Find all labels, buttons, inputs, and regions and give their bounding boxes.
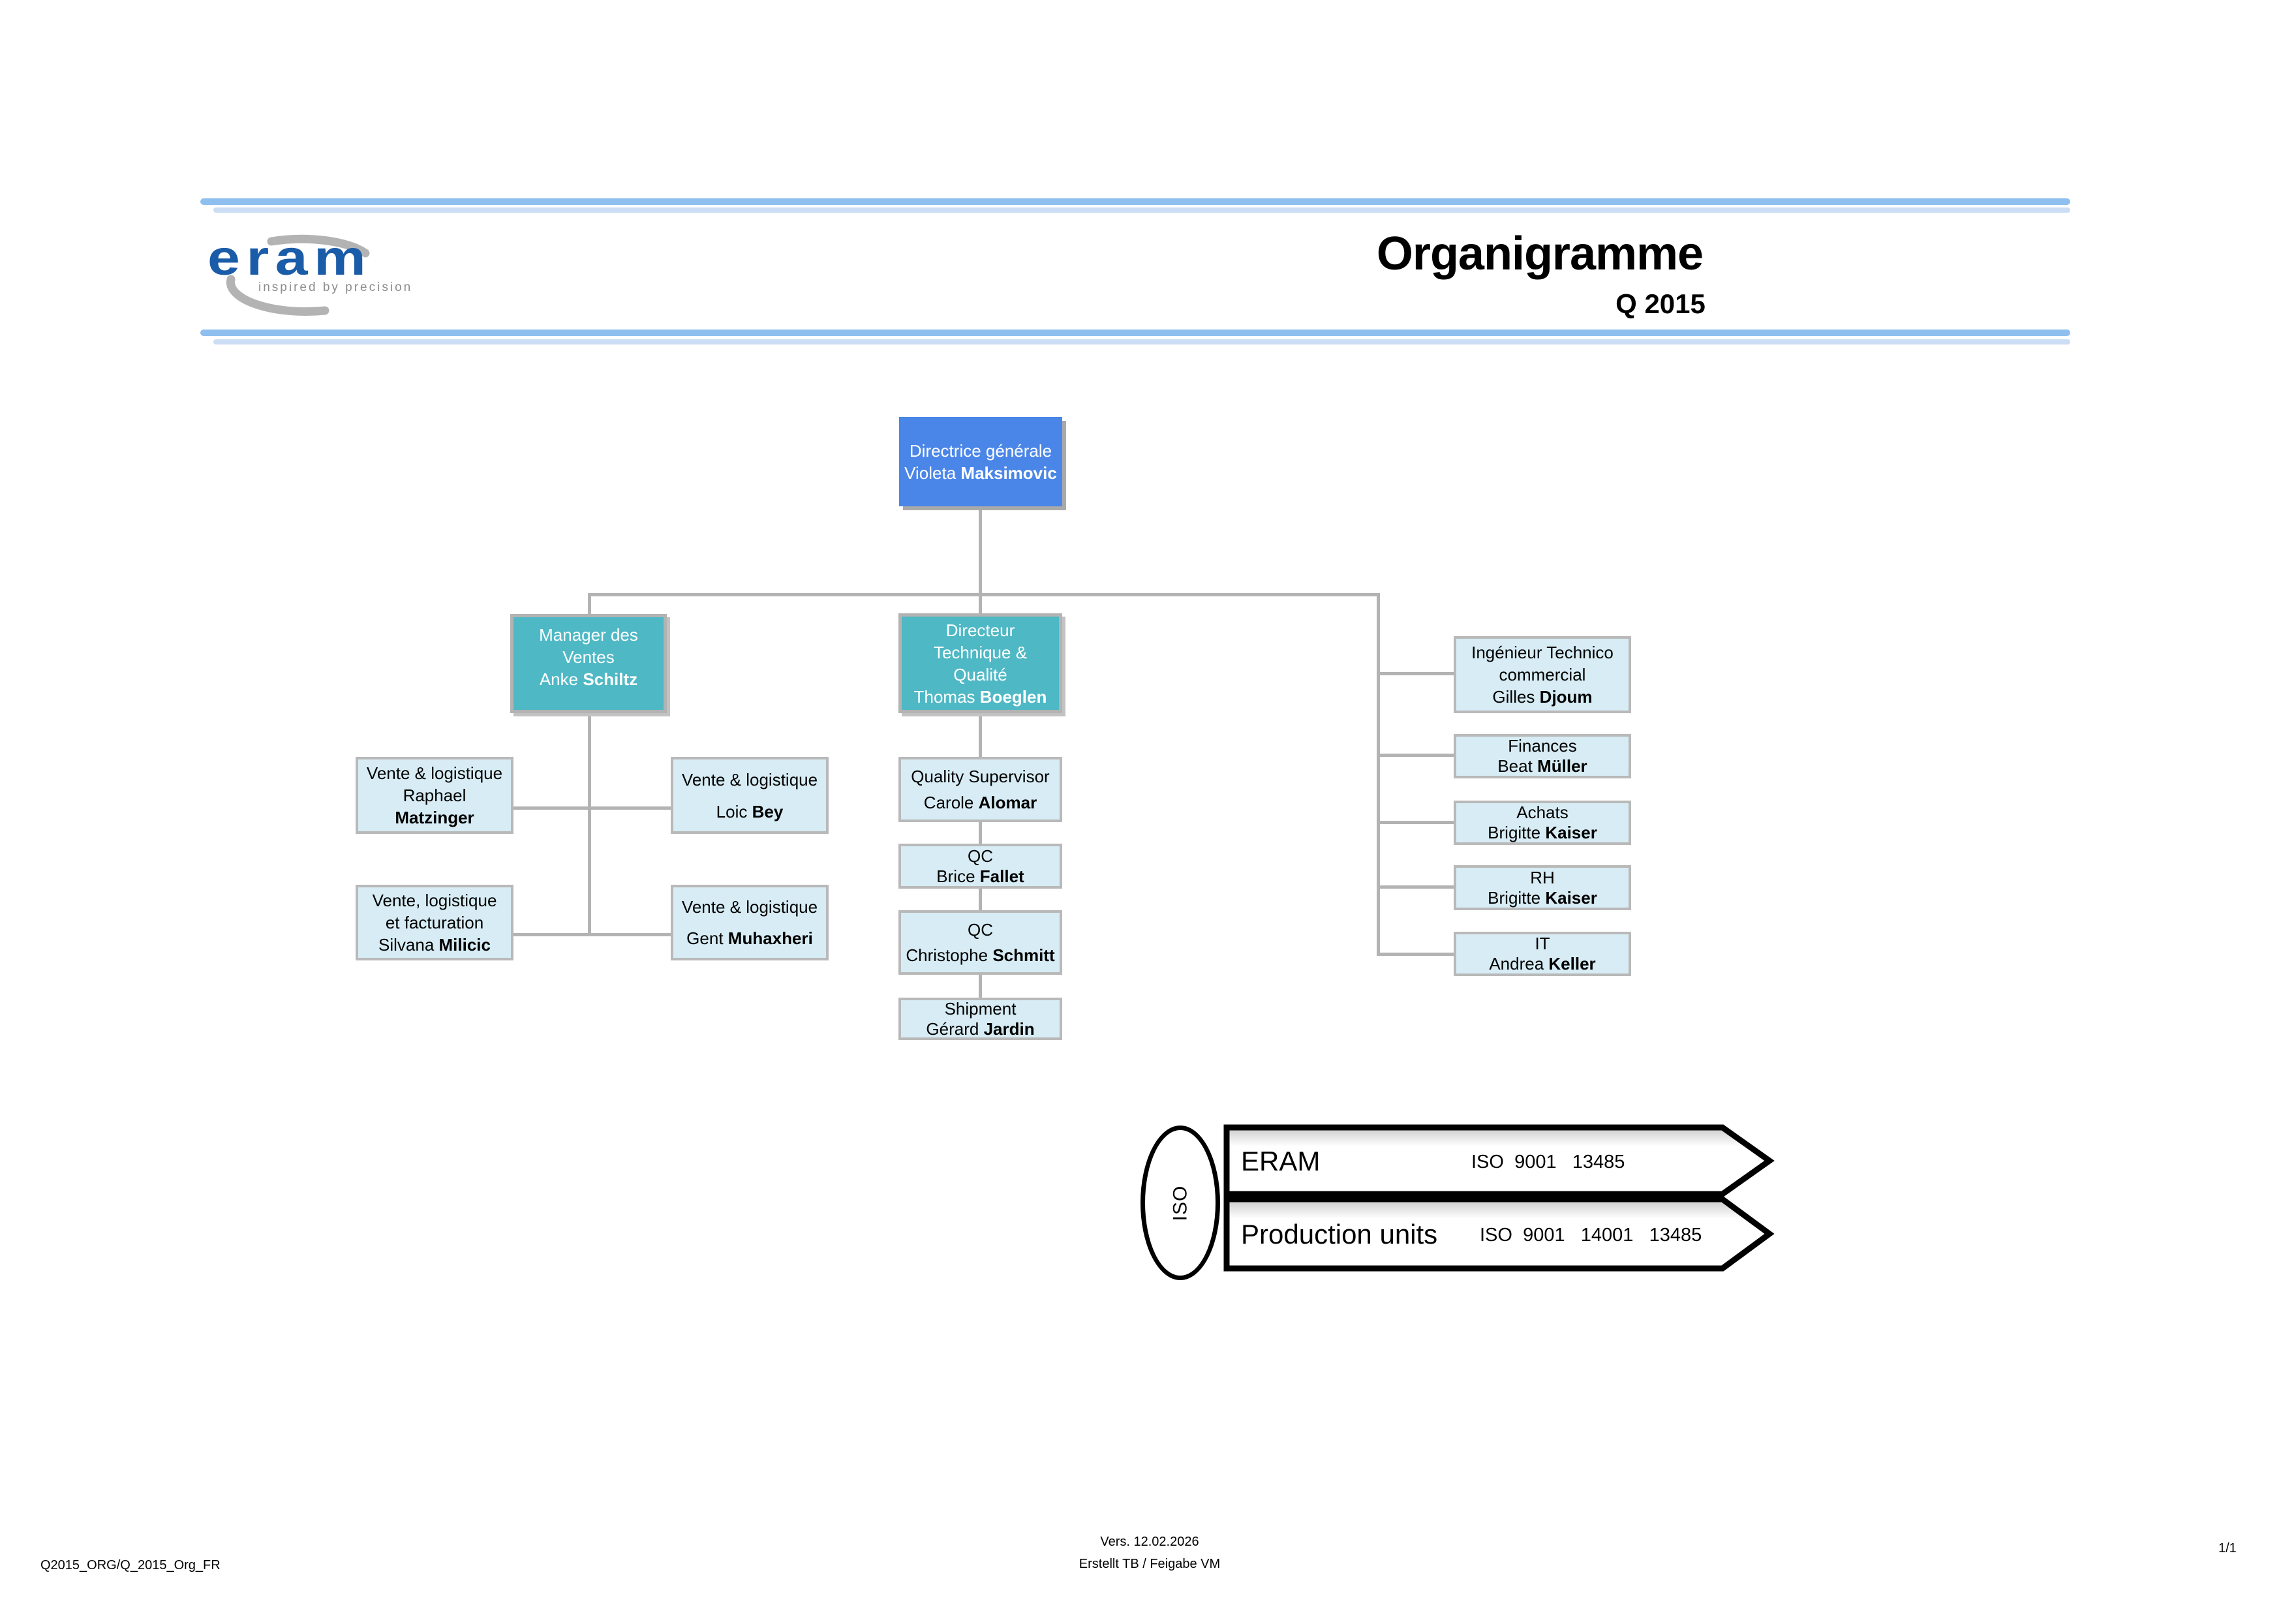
arrow-banner-production [1223, 1196, 1775, 1272]
banner-production-certs: ISO 9001 14001 13485 [1480, 1225, 1702, 1246]
page-subtitle: Q 2015 [1615, 288, 1706, 319]
person-first-name: Raphael [403, 786, 467, 805]
org-box-manager-ventes: Manager des Ventes Anke Schiltz [510, 614, 667, 713]
role-label: IT [1535, 934, 1550, 953]
role-label: Directrice générale [909, 440, 1052, 461]
header-stripe-top-2 [213, 207, 2070, 213]
role-label: Ventes [562, 647, 615, 667]
person-name: Andrea Keller [1489, 954, 1596, 973]
org-box-directeur-technique: Directeur Technique & Qualité Thomas Boe… [898, 613, 1062, 713]
role-label: Vente & logistique [681, 769, 818, 789]
role-label: Vente & logistique [366, 763, 503, 783]
role-label: Directeur [945, 620, 1015, 640]
org-box-rh: RH Brigitte Kaiser [1454, 865, 1631, 910]
person-name: Carole Alomar [923, 793, 1037, 812]
person-name: Silvana Milicic [378, 935, 491, 955]
role-label: Shipment [944, 998, 1017, 1019]
connector-line [979, 889, 982, 910]
org-box-ingenieur-technico: Ingénieur Technico commercial Gilles Djo… [1454, 636, 1631, 713]
header-stripe-top-1 [200, 198, 2070, 205]
arrow-banner-eram [1223, 1124, 1775, 1197]
person-name: Loic Bey [716, 801, 784, 821]
role-label: QC [968, 846, 993, 866]
eram-logo: eram [207, 230, 373, 286]
org-box-finances: Finances Beat Müller [1454, 734, 1631, 778]
org-box-qc-schmitt: QC Christophe Schmitt [898, 910, 1062, 975]
org-box-achats: Achats Brigitte Kaiser [1454, 801, 1631, 845]
person-name: Gent Muhaxheri [686, 928, 813, 948]
role-label: RH [1530, 867, 1555, 887]
role-label: Qualité [953, 664, 1007, 684]
connector-line [1380, 754, 1454, 757]
person-name: Gérard Jardin [926, 1019, 1035, 1039]
role-label: Finances [1508, 736, 1577, 756]
connector-line [1380, 885, 1454, 889]
connector-line [979, 506, 982, 593]
connector-line [513, 933, 671, 936]
iso-label: ISO [1169, 1185, 1191, 1221]
page-title: Organigramme [1376, 228, 1704, 280]
banner-production-label: Production units [1241, 1219, 1438, 1249]
connector-line [588, 713, 591, 936]
org-box-vente-logistique-bey: Vente & logistique Loic Bey [671, 757, 829, 834]
connector-line [1380, 672, 1454, 675]
role-label: Vente, logistique [372, 891, 497, 910]
footer-version: Vers. 12.02.2026 [1100, 1535, 1199, 1549]
footer-page-number: 1/1 [2218, 1541, 2237, 1555]
person-last-name: Matzinger [395, 808, 474, 827]
iso-ellipse: ISO [1140, 1126, 1220, 1280]
banner-eram-label: ERAM [1241, 1146, 1321, 1176]
role-label: Ingénieur Technico [1471, 643, 1614, 662]
org-box-vente-logistique-matzinger: Vente & logistique Raphael Matzinger [356, 757, 513, 834]
org-box-directrice-generale: Directrice générale Violeta Maksimovic [899, 417, 1062, 506]
connector-line [979, 822, 982, 844]
person-name: Violeta Maksimovic [904, 463, 1057, 483]
connector-line [979, 713, 982, 757]
connector-line [979, 975, 982, 998]
person-name: Anke Schiltz [539, 669, 638, 689]
role-label: Vente & logistique [681, 897, 818, 917]
header-stripe-bottom-2 [213, 339, 2070, 345]
role-label: Technique & [933, 642, 1028, 662]
connector-line [979, 593, 982, 613]
org-box-qc-fallet: QC Brice Fallet [898, 844, 1062, 889]
role-label: Quality Supervisor [911, 767, 1050, 786]
person-name: Christophe Schmitt [906, 945, 1055, 966]
person-name: Brigitte Kaiser [1488, 887, 1597, 908]
person-name: Brice Fallet [936, 866, 1024, 886]
connector-line [1380, 953, 1454, 956]
role-label: Achats [1516, 803, 1569, 822]
org-box-vente-facturation-milicic: Vente, logistique et facturation Silvana… [356, 885, 513, 960]
role-label: et facturation [385, 913, 484, 932]
logo-swoosh-icon [226, 234, 370, 316]
person-name: Thomas Boeglen [913, 686, 1047, 707]
banner-eram-certs: ISO 9001 13485 [1471, 1152, 1625, 1172]
iso-arrow-banners [1223, 1124, 1775, 1272]
connector-line [1380, 821, 1454, 824]
header-stripe-bottom-1 [200, 329, 2070, 336]
org-box-quality-supervisor: Quality Supervisor Carole Alomar [898, 757, 1062, 822]
logo-tagline: inspired by precision [258, 281, 413, 294]
role-label: commercial [1499, 665, 1586, 684]
org-box-vente-logistique-muhaxheri: Vente & logistique Gent Muhaxheri [671, 885, 829, 960]
person-name: Gilles Djoum [1492, 687, 1593, 707]
role-label: QC [968, 919, 993, 940]
connector-line [588, 593, 591, 614]
role-label: Manager des [539, 625, 638, 645]
person-name: Beat Müller [1497, 756, 1587, 776]
footer-document-id: Q2015_ORG/Q_2015_Org_FR [40, 1558, 221, 1572]
person-name: Brigitte Kaiser [1488, 823, 1597, 842]
org-box-shipment: Shipment Gérard Jardin [898, 998, 1062, 1040]
footer-approval: Erstellt TB / Feigabe VM [1079, 1557, 1221, 1571]
connector-line [513, 806, 671, 810]
connector-line [588, 593, 1380, 596]
org-box-it: IT Andrea Keller [1454, 932, 1631, 976]
connector-line [1377, 593, 1380, 956]
